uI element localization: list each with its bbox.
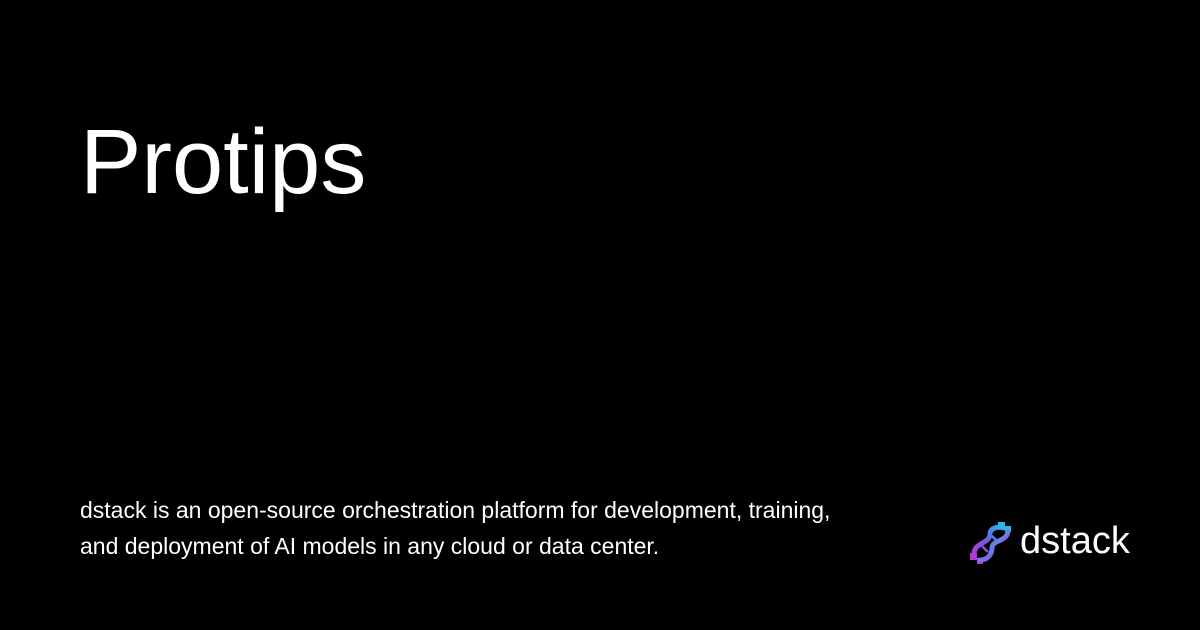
brand-name: dstack — [1020, 520, 1130, 562]
page-title: Protips — [80, 111, 367, 213]
dstack-logo-icon — [970, 522, 1011, 564]
brand: dstack — [968, 519, 1130, 567]
description: dstack is an open-source orchestration p… — [80, 492, 900, 564]
description-line: and deployment of AI models in any cloud… — [80, 533, 660, 559]
description-line: dstack is an open-source orchestration p… — [80, 497, 831, 523]
